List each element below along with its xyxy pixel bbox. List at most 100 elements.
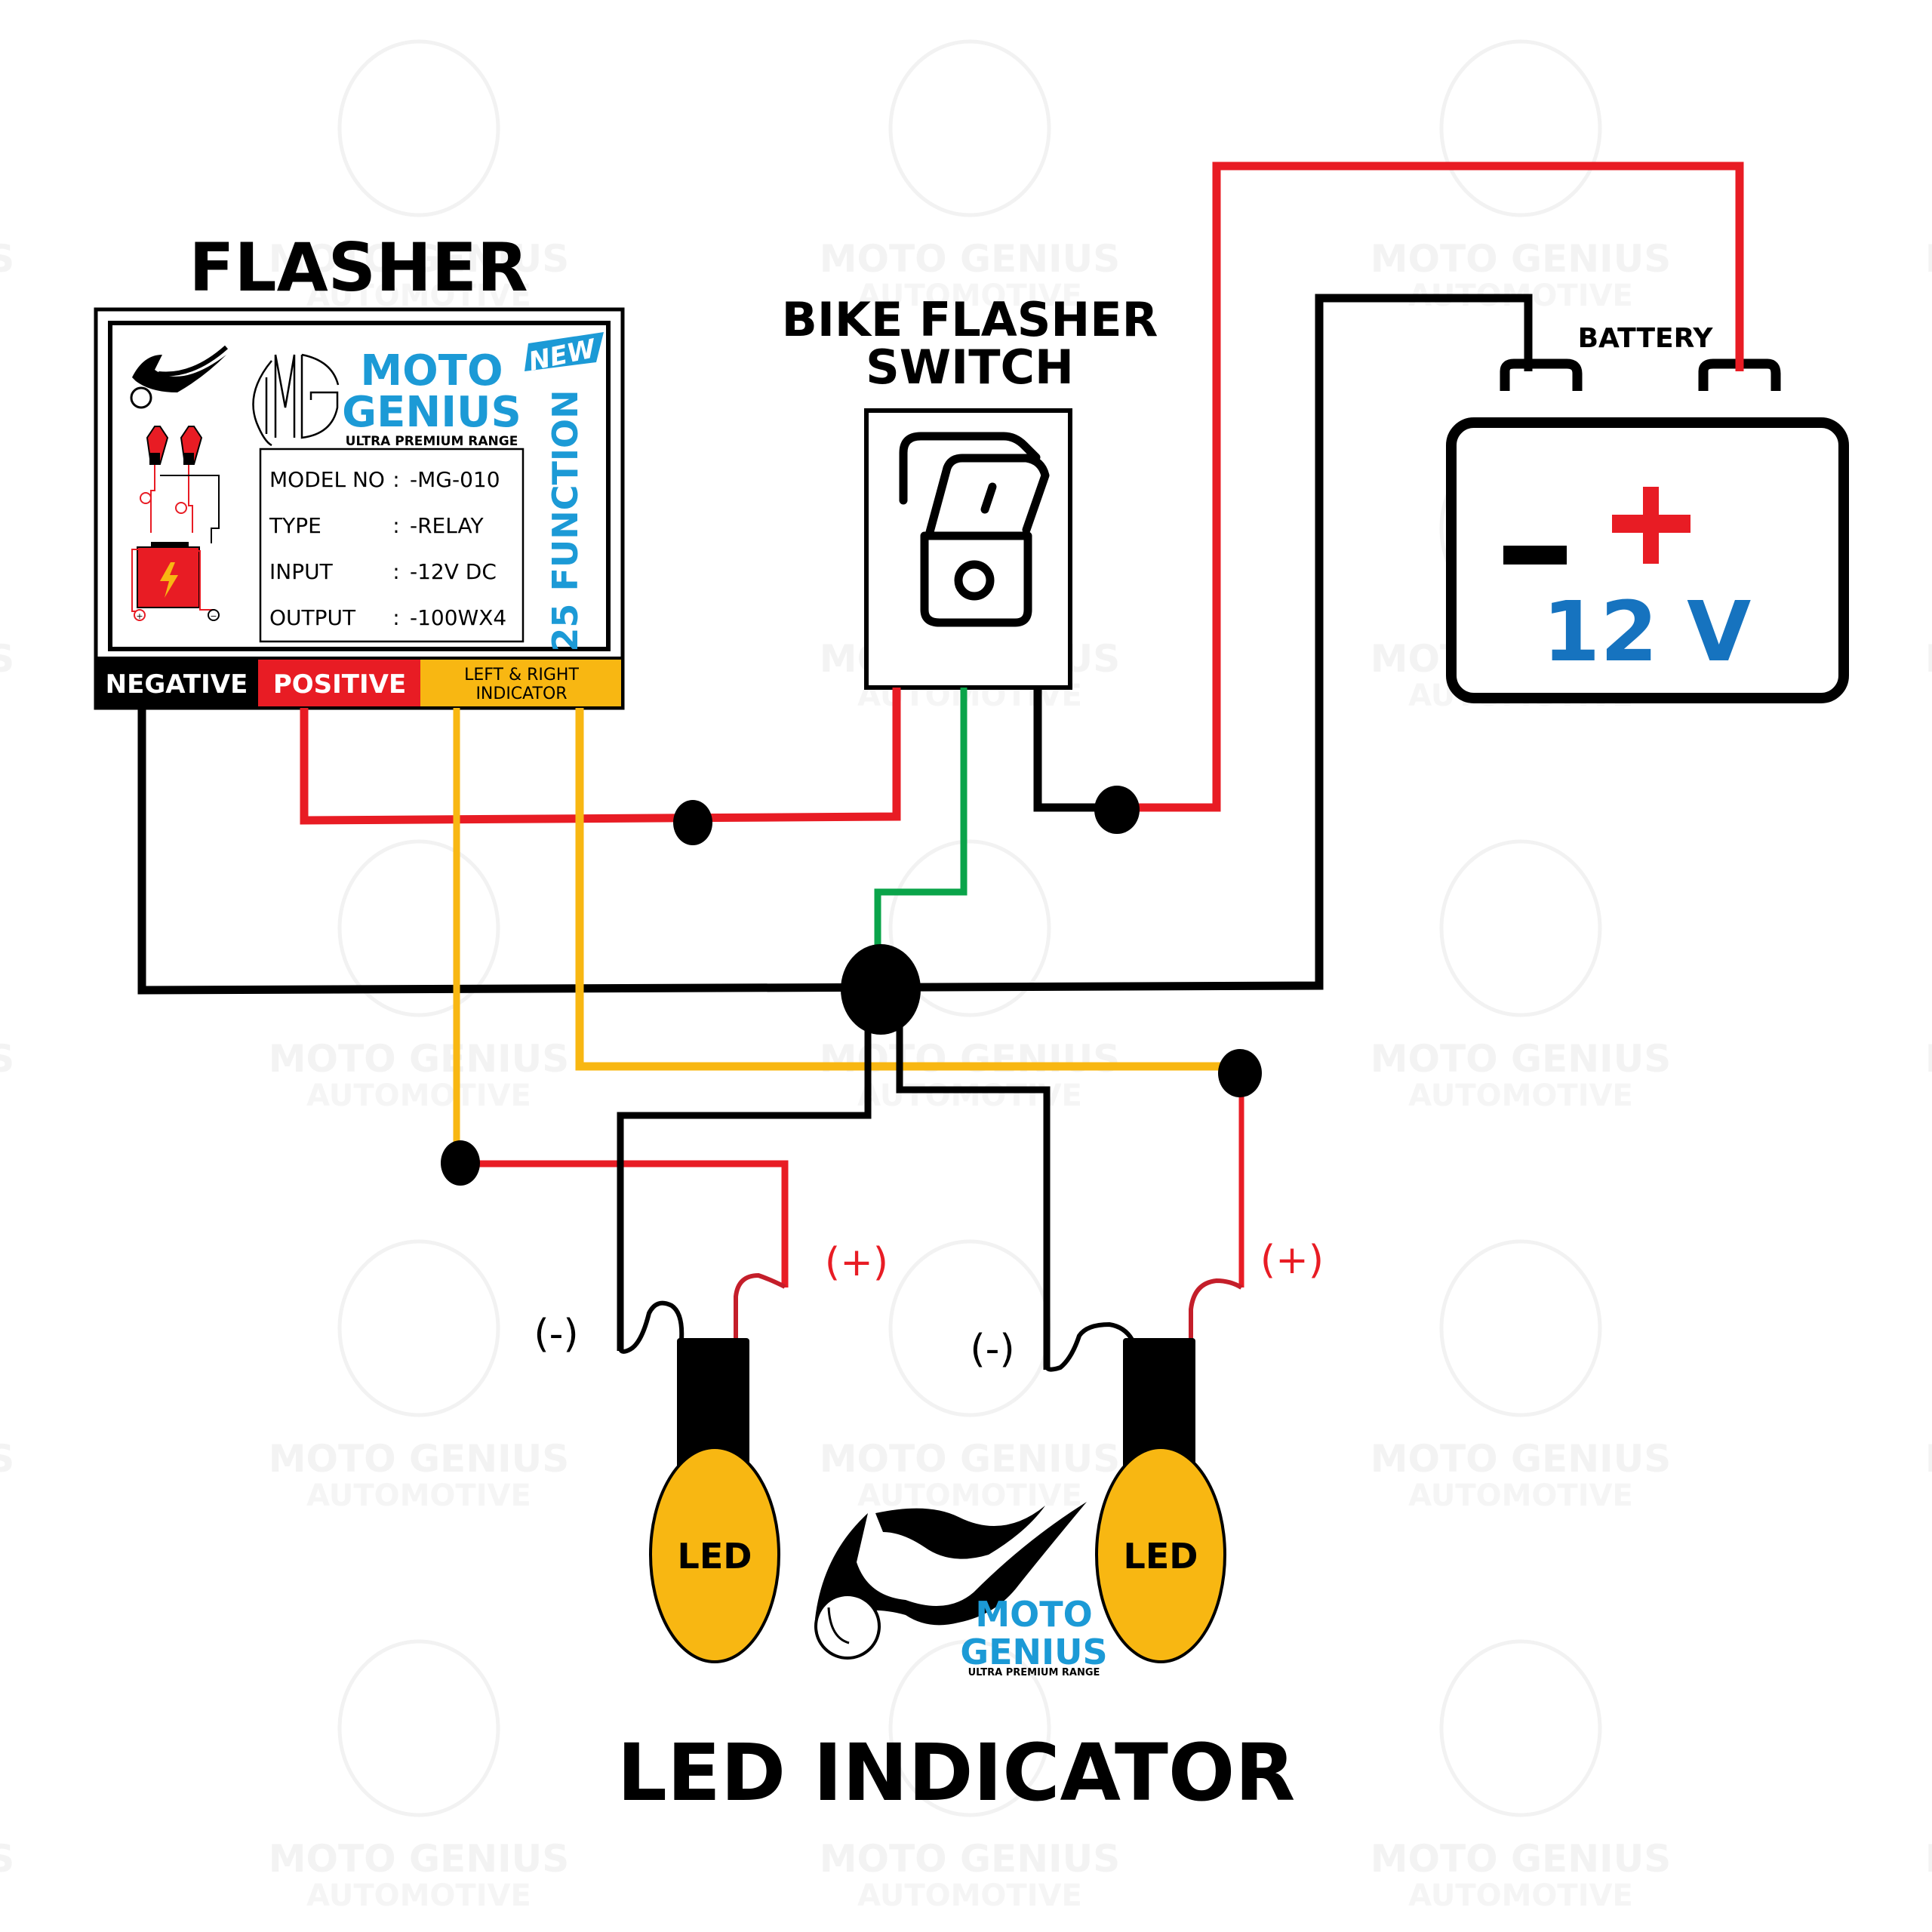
watermark-brand: MOTO GENIUS	[820, 237, 1121, 281]
mg-watermark-icon	[337, 839, 500, 1017]
flasher-brand-genius: GENIUS	[342, 388, 521, 437]
watermark-sub: AUTOMOTIVE	[1408, 1078, 1633, 1113]
battery-negative-terminal	[1500, 358, 1583, 391]
junction-dot-ground	[841, 944, 921, 1035]
watermark-brand: MOTO GENIUS	[269, 1837, 570, 1881]
watermark-brand: MOTO GENIUS	[269, 1437, 570, 1481]
flasher-switch	[864, 408, 1072, 690]
watermark-brand: MOTO GENIUS	[269, 237, 570, 281]
logo-moto: MOTO	[975, 1594, 1092, 1635]
terminal-indicator	[420, 658, 623, 708]
spec-label: OUTPUT	[269, 605, 356, 630]
led-left-positive-label: (+)	[825, 1240, 888, 1285]
watermark-sub: AUTOMOTIVE	[306, 1078, 531, 1113]
watermark-brand: MOTO GENIUS	[1925, 637, 1932, 681]
spec-sep: :	[392, 559, 399, 584]
moto-genius-logo: MOTO GENIUS ULTRA PREMIUM RANGE	[814, 1502, 1108, 1678]
watermark-sub: AUTOMOTIVE	[306, 1478, 531, 1513]
spec-row: OUTPUT:-100WX4	[269, 605, 506, 630]
mg-watermark-icon	[337, 1639, 500, 1817]
spec-sep: :	[392, 467, 399, 492]
wire-switch-black	[1033, 688, 1115, 812]
watermark-sub: AUTOMOTIVE	[306, 1878, 531, 1913]
watermark-brand: MOTO GENIUS	[820, 1837, 1121, 1881]
spec-row: TYPE:-RELAY	[269, 513, 484, 538]
spec-sep: :	[392, 605, 399, 630]
spec-value: -MG-010	[410, 467, 500, 492]
wire-switch-green	[874, 688, 968, 966]
led-left-label: LED	[678, 1536, 752, 1577]
switch-title-line1: BIKE FLASHER	[782, 292, 1158, 347]
footer-title: LED INDICATOR	[617, 1727, 1296, 1819]
watermark-brand: MOTO GENIUS	[0, 1437, 14, 1481]
led-left: LED	[649, 1338, 780, 1663]
wire-led-right-negative	[896, 1011, 1051, 1370]
watermark-brand: MOTO GENIUS	[1371, 1037, 1672, 1081]
junctions	[441, 786, 1262, 1186]
watermark-brand: MOTO GENIUS	[1371, 237, 1672, 281]
watermark-brand: MOTO GENIUS	[269, 1037, 570, 1081]
junction-dot	[673, 800, 712, 845]
spec-row: MODEL NO:-MG-010	[269, 467, 500, 492]
watermark-brand: MOTO GENIUS	[1371, 1837, 1672, 1881]
led-right-label: LED	[1124, 1536, 1198, 1577]
logo-tagline: ULTRA PREMIUM RANGE	[968, 1667, 1100, 1678]
spec-label: TYPE	[269, 513, 321, 538]
watermark-sub: AUTOMOTIVE	[306, 278, 531, 313]
motorcycle-swoosh-icon	[814, 1502, 1087, 1660]
mg-watermark-icon	[888, 839, 1051, 1017]
terminal-indicator-label-2: INDICATOR	[475, 685, 567, 703]
watermark-brand: MOTO GENIUS	[1925, 1037, 1932, 1081]
terminal-positive	[258, 658, 420, 708]
mg-watermark-icon	[1439, 1239, 1602, 1417]
watermark-sub: AUTOMOTIVE	[1408, 1478, 1633, 1513]
minus-icon	[1503, 546, 1567, 565]
terminal-negative-label: NEGATIVE	[106, 669, 248, 700]
mini-battery-schematic: + −	[131, 426, 220, 621]
led-right: LED	[1095, 1338, 1226, 1663]
mg-watermark-icon	[337, 39, 500, 217]
wire-ground-main	[137, 294, 1533, 995]
flasher-title: FLASHER	[189, 229, 528, 306]
flasher-brand-moto: MOTO	[360, 346, 503, 395]
watermark-brand: MOTO GENIUS	[1925, 1837, 1932, 1881]
wire-flasher-positive	[300, 688, 901, 825]
mg-watermark-icon	[1439, 39, 1602, 217]
wire-led-left-positive	[460, 1160, 789, 1287]
flasher-brand-tagline: ULTRA PREMIUM RANGE	[346, 434, 518, 449]
mini-plus-label: +	[136, 611, 143, 621]
led-right-positive-label: (+)	[1260, 1238, 1324, 1283]
mg-watermark-icon	[1439, 1639, 1602, 1817]
led-right-negative-label: (-)	[970, 1327, 1014, 1372]
mg-monogram-icon	[252, 353, 340, 447]
mini-minus-label: −	[210, 611, 217, 621]
spec-label: INPUT	[269, 559, 334, 584]
flasher-unit: + − MOTO GENIUS ULTRA PREMIUM RANGE NEW …	[94, 307, 625, 710]
mg-watermark-icon	[1439, 839, 1602, 1017]
watermark-brand: MOTO GENIUS	[820, 1437, 1121, 1481]
junction-dot	[441, 1140, 480, 1186]
wire-led-left-negative	[617, 1011, 872, 1351]
spec-sep: :	[392, 513, 399, 538]
watermark-brand: MOTO GENIUS	[0, 1837, 14, 1881]
plus-icon	[1612, 487, 1690, 564]
wire-indicator-right	[575, 708, 1244, 1071]
